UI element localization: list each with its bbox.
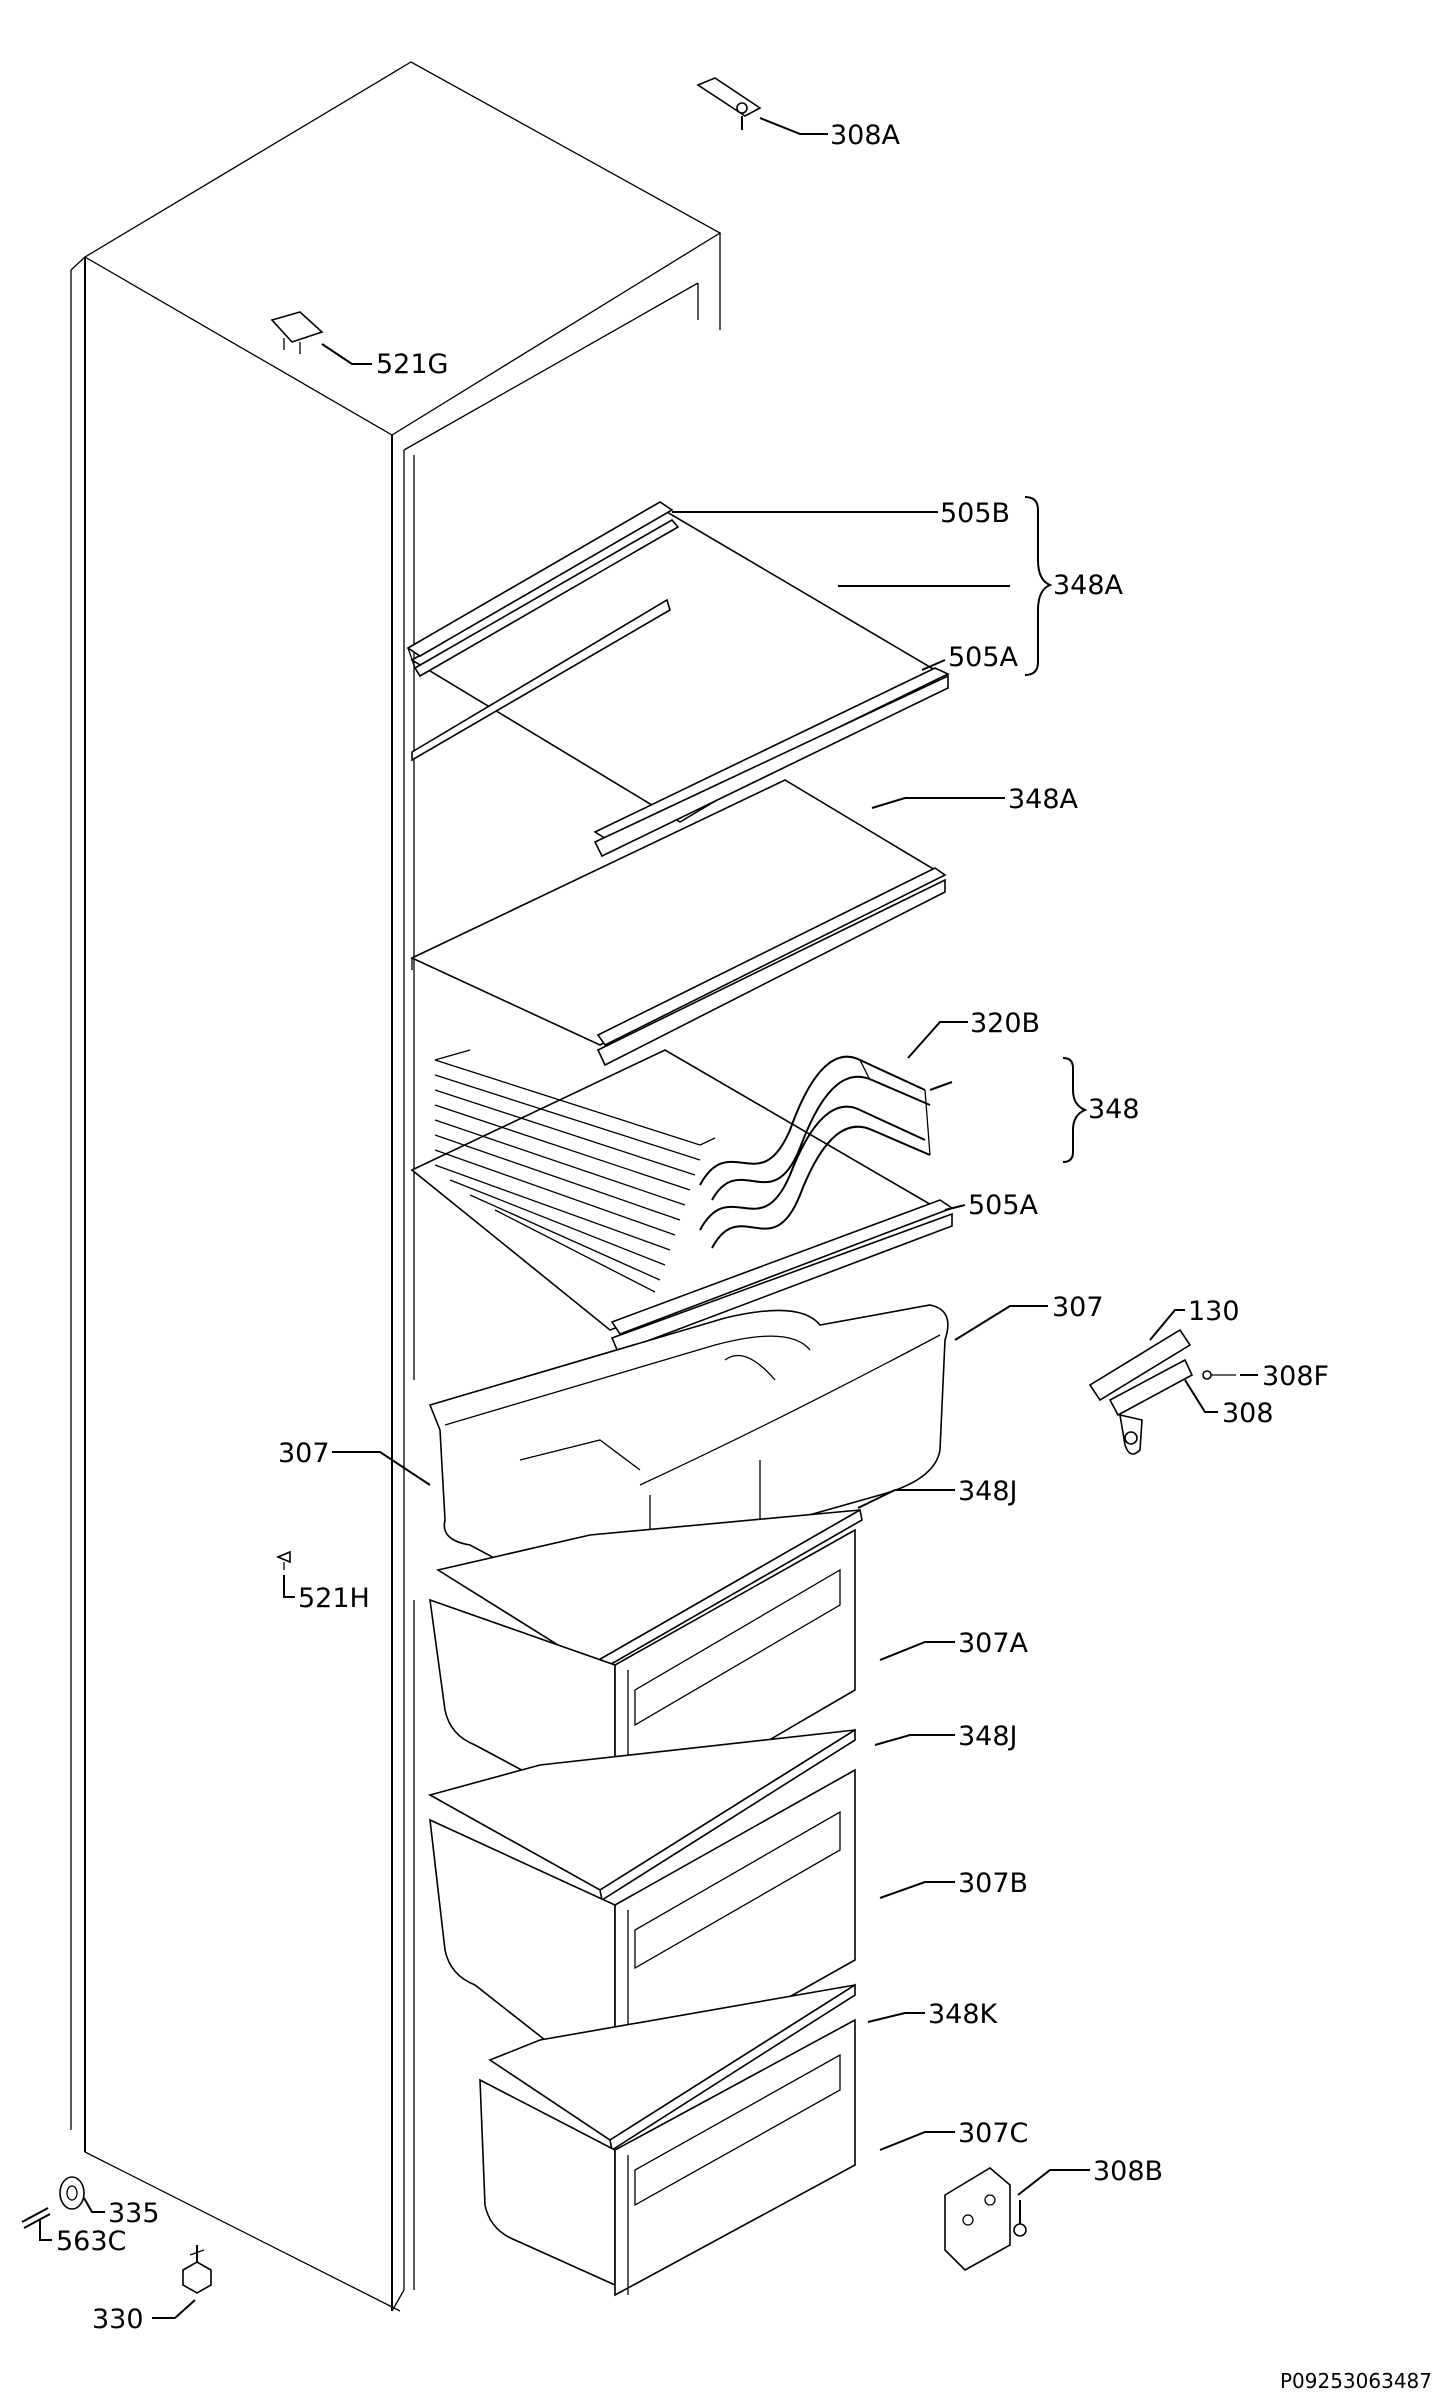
label-307B: 307B (958, 1868, 1028, 1899)
label-348J-middle: 348J (958, 1721, 1018, 1752)
small-parts (21, 77, 1236, 2294)
label-308A: 308A (830, 120, 901, 151)
label-308B: 308B (1093, 2156, 1163, 2187)
label-308F: 308F (1262, 1361, 1329, 1392)
label-308: 308 (1222, 1398, 1274, 1429)
label-505A-bottom: 505A (968, 1190, 1039, 1221)
label-521H: 521H (298, 1583, 370, 1614)
glass-shelf-middle (410, 598, 947, 1067)
label-335: 335 (108, 2198, 160, 2229)
fridge-cabinet (70, 61, 722, 2312)
label-505B: 505B (940, 498, 1010, 529)
drawer-307C (479, 2018, 856, 2297)
label-348A-top: 348A (1053, 570, 1124, 601)
label-307C: 307C (958, 2118, 1028, 2149)
label-130: 130 (1188, 1296, 1240, 1327)
glass-cover-348J-middle (427, 1728, 856, 1902)
leader-lines (39, 117, 1258, 2319)
label-563C: 563C (56, 2226, 126, 2257)
label-307-left: 307 (278, 1438, 330, 1469)
label-307-right: 307 (1052, 1292, 1104, 1323)
part-labels: 308A 521G 505B 348A 505A 348A 320B 348 5… (56, 120, 1432, 2393)
label-348J-top: 348J (958, 1476, 1018, 1507)
grouping-braces (1024, 496, 1088, 1163)
glass-cover-348K (488, 1983, 856, 2152)
glass-shelf-top (406, 501, 950, 858)
label-348: 348 (1088, 1094, 1140, 1125)
drawing-reference-number: P09253063487 (1280, 2369, 1432, 2393)
label-348K: 348K (928, 1999, 999, 2030)
label-348A-middle: 348A (1008, 784, 1079, 815)
label-505A-top: 505A (948, 642, 1019, 673)
label-320B: 320B (970, 1008, 1040, 1039)
label-521G: 521G (376, 349, 448, 380)
wire-shelf-with-wine-rack (410, 1049, 954, 1354)
label-307A: 307A (958, 1628, 1029, 1659)
label-330: 330 (92, 2304, 144, 2335)
